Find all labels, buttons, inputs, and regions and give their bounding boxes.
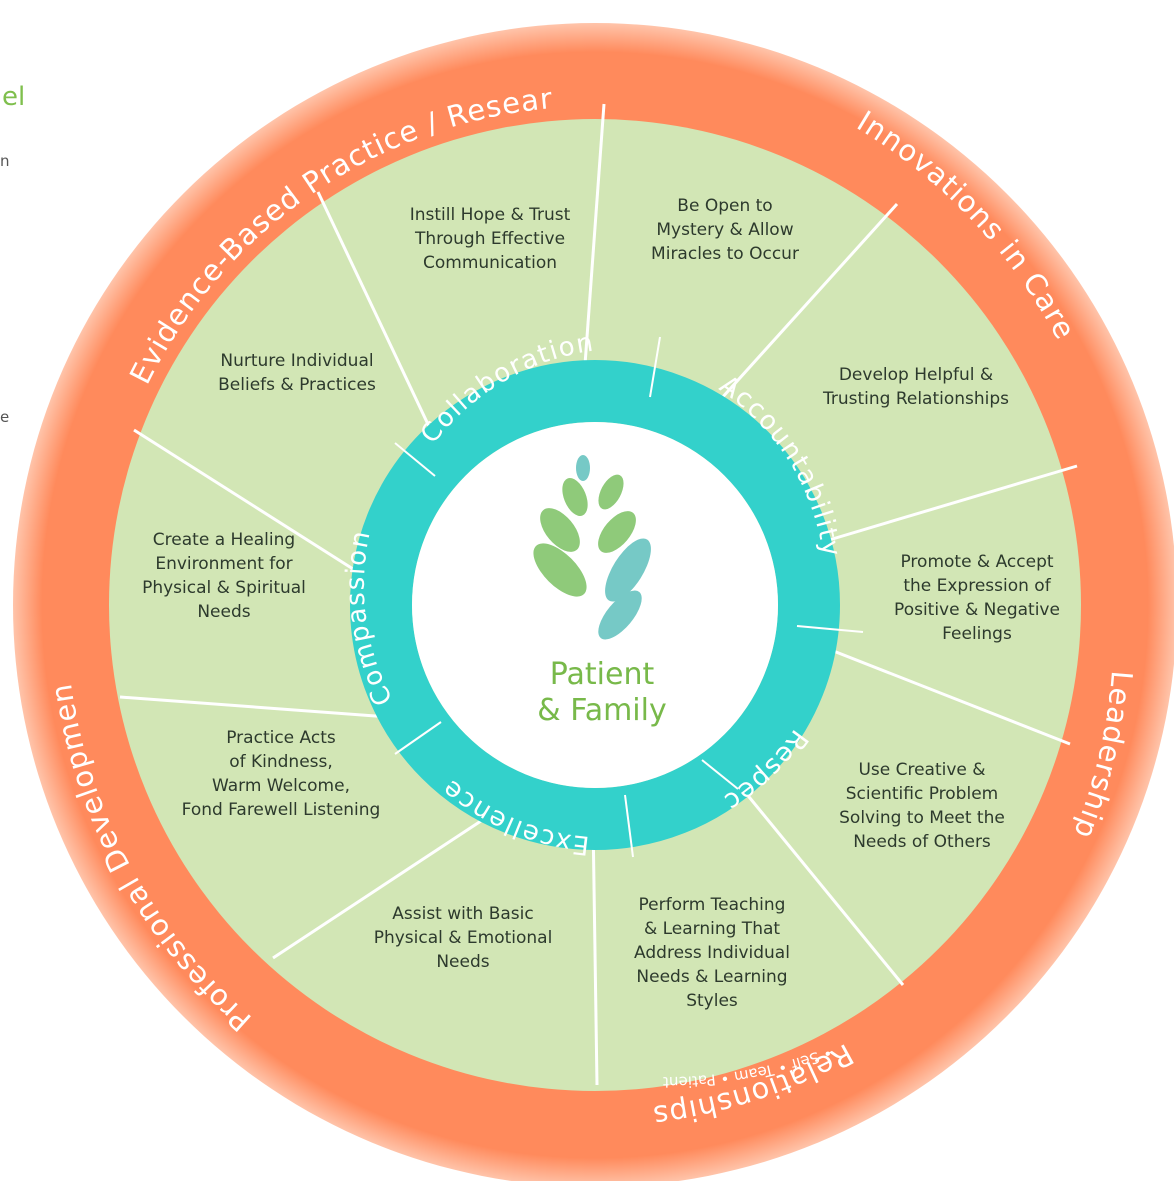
inner-ring-divider — [394, 721, 442, 755]
segment-line: Communication — [423, 253, 557, 273]
segment-line: Create a Healing — [153, 530, 295, 550]
segment-line: Needs — [436, 952, 489, 972]
segment-line: Miracles to Occur — [651, 244, 799, 264]
segment-line: Promote & Accept — [900, 552, 1053, 572]
inner-ring-divider — [649, 336, 661, 398]
segment-line: Through Effective — [414, 229, 565, 249]
segment-line: Address Individual — [634, 943, 790, 963]
segment-text-8: Practice Acts of Kindness, Warm Welcome, Fo… — [182, 728, 381, 820]
segment-line: of Kindness, — [229, 752, 333, 772]
segment-line: Nurture Individual — [220, 351, 373, 371]
cropped-text-fragment: n — [0, 152, 10, 170]
segment-line: Assist with Basic — [392, 904, 533, 924]
segment-line: Physical & Spiritual — [142, 578, 306, 598]
segment-line: Be Open to — [677, 196, 772, 216]
segment-text-4: Promote & Accept the Expression of Positiv… — [894, 552, 1060, 644]
segment-line: Solving to Meet the — [839, 808, 1005, 828]
segment-line: Instill Hope & Trust — [410, 205, 571, 225]
segment-divider — [316, 191, 445, 457]
segment-divider — [709, 202, 899, 412]
segment-line: Environment for — [155, 554, 292, 574]
segment-line: Beliefs & Practices — [218, 375, 376, 395]
segment-text-3: Develop Helpful & Trusting Relationships — [822, 365, 1009, 409]
segment-line: Scientific Problem — [846, 784, 998, 804]
segment-line: Use Creative & — [858, 760, 985, 780]
segment-line: Practice Acts — [226, 728, 336, 748]
segment-line: Warm Welcome, — [212, 776, 350, 796]
segment-divider — [725, 769, 905, 986]
center-title: Patient — [550, 657, 655, 692]
segment-divider — [802, 637, 1071, 746]
cropped-text-fragment: e — [0, 408, 10, 426]
segment-line: Needs — [197, 602, 250, 622]
cropped-title-fragment: el — [2, 82, 26, 112]
inner-ring — [350, 360, 840, 850]
segment-divider — [581, 103, 606, 393]
segment-line: Mystery & Allow — [656, 220, 793, 240]
segment-line: Styles — [686, 991, 738, 1011]
inner-ring-divider — [701, 759, 739, 790]
segment-line: the Expression of — [903, 576, 1051, 596]
segment-divider — [272, 815, 488, 960]
leaf-logo-icon — [533, 455, 651, 640]
inner-ring-dividers — [394, 336, 864, 858]
segment-line: Positive & Negative — [894, 600, 1060, 620]
segment-dividers — [119, 103, 1078, 1086]
center-subtitle: & Family — [537, 693, 666, 728]
segment-line: Needs & Learning — [636, 967, 787, 987]
segment-line: Perform Teaching — [639, 895, 786, 915]
center-disc — [412, 422, 778, 788]
segment-divider — [808, 464, 1078, 548]
inner-ring-divider — [394, 442, 436, 477]
segment-divider — [591, 818, 599, 1086]
segment-line: & Learning That — [644, 919, 780, 939]
segment-line: Physical & Emotional — [374, 928, 553, 948]
segment-divider — [133, 428, 384, 590]
segment-line: Feelings — [942, 624, 1012, 644]
segment-line: Fond Farewell Listening — [182, 800, 381, 820]
segment-line: Trusting Relationships — [822, 389, 1009, 409]
segment-line: Needs of Others — [853, 832, 991, 852]
segment-line: Develop Helpful & — [839, 365, 993, 385]
segment-divider — [119, 695, 404, 720]
inner-ring-divider — [624, 794, 634, 858]
inner-ring-divider — [796, 625, 864, 633]
